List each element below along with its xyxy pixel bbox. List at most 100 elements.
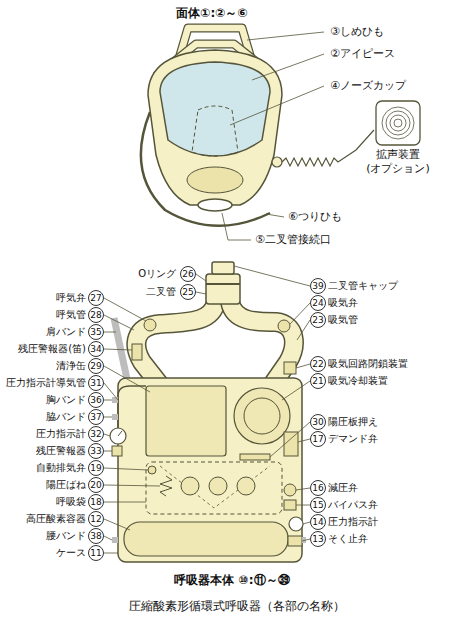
leader-line <box>247 32 324 40</box>
callout-number: 27 <box>88 290 104 306</box>
leader-line <box>303 522 310 524</box>
callout-number: 19 <box>88 460 104 476</box>
speaker-grille <box>394 119 402 127</box>
voice-port <box>272 157 282 167</box>
leader-line <box>104 502 146 503</box>
leader-line <box>298 439 310 442</box>
group-title: 呼吸器本体 ⑩:⑪～㊴ <box>174 573 289 587</box>
speaker-grille <box>382 107 414 139</box>
part-label: 脇バンド <box>46 411 86 423</box>
callout-number: 39 <box>310 278 326 294</box>
auto-exhaust-valve <box>148 466 156 474</box>
part-label: 二叉管キャップ <box>328 280 398 292</box>
callout-number: 28 <box>88 307 104 323</box>
callout-number: 11 <box>88 545 104 561</box>
part-label: ⑤二叉管接続口 <box>255 233 331 246</box>
leader-line <box>297 320 310 340</box>
callout-number: 26 <box>180 266 196 282</box>
callout-number: 32 <box>88 426 104 442</box>
callout-number: 20 <box>88 477 104 493</box>
callout-number: 30 <box>310 414 326 430</box>
part-label: 圧力指示計 <box>328 516 378 528</box>
callout-number: 37 <box>88 409 104 425</box>
part-label: そく止弁 <box>328 533 368 545</box>
speaker-grille <box>386 111 410 135</box>
leader-line <box>296 505 310 506</box>
part-label: 二叉管 <box>146 286 176 298</box>
whistle-alarm <box>132 344 142 360</box>
part-label: 吸気回路閉鎖装置 <box>328 358 408 370</box>
gauge-needle <box>118 431 122 436</box>
leader-line <box>104 417 112 418</box>
part-label: 圧力指示計 <box>36 428 86 440</box>
leader-line <box>104 383 118 400</box>
callout-number: 31 <box>88 375 104 391</box>
leader-line <box>296 488 310 490</box>
mask-body <box>148 50 282 205</box>
part-label: ②アイピース <box>330 47 395 60</box>
callout-number: 33 <box>88 443 104 459</box>
o-ring <box>206 283 240 285</box>
callout-number: 13 <box>310 531 326 547</box>
part-label: 陽圧ばね <box>46 479 86 491</box>
leader-line <box>270 422 310 457</box>
speaker-grille <box>390 115 406 131</box>
leader-line <box>196 274 206 281</box>
connection-port <box>198 199 232 211</box>
part-label: ③しめひも <box>330 25 384 38</box>
part-label: ケース <box>56 547 86 559</box>
callout-number: 18 <box>88 494 104 510</box>
callout-number: 23 <box>310 312 326 328</box>
callout-number: 16 <box>310 480 326 496</box>
callout-number: 35 <box>88 324 104 340</box>
part-label: バイパス弁 <box>328 499 378 511</box>
part-label: 吸気弁 <box>328 297 358 309</box>
part-label: 清浄缶 <box>56 360 86 372</box>
part-label: 高圧酸素容器 <box>26 513 86 525</box>
caption: 圧縮酸素形循環式呼吸器（各部の名称） <box>129 598 345 615</box>
leader-line <box>196 292 206 294</box>
callout-number: 12 <box>88 511 104 527</box>
speaker-cable <box>282 130 374 166</box>
leader-line <box>104 553 118 554</box>
group-title: 面体①:②～⑥ <box>176 6 247 20</box>
callout-number: 17 <box>310 431 326 447</box>
bag-disc <box>181 477 199 495</box>
part-label: 残圧警報器(笛) <box>18 343 86 355</box>
leader-line <box>104 298 146 321</box>
bag-plate <box>160 466 270 508</box>
leader-line <box>104 400 112 401</box>
callout-number: 29 <box>88 358 104 374</box>
exhalation-pipe <box>136 302 216 385</box>
leader-line <box>252 54 324 80</box>
cooler-inner <box>244 398 280 434</box>
leader-line <box>104 468 148 470</box>
eyepiece <box>160 62 270 156</box>
reducing-valve <box>284 484 296 496</box>
inhalation-valve <box>278 320 290 332</box>
bag-disc <box>209 477 227 495</box>
breathing-bag <box>146 462 282 514</box>
part-label: ④ノーズカップ <box>330 79 406 92</box>
callout-number: 24 <box>310 295 326 311</box>
callout-number: 34 <box>88 341 104 357</box>
leader-line <box>104 434 110 436</box>
twin-pipe-cap <box>212 262 234 274</box>
leader-line <box>290 303 310 324</box>
callout-number: 38 <box>88 528 104 544</box>
leader-line <box>296 364 310 368</box>
circuit-closer <box>284 362 296 374</box>
shoulder-band <box>114 318 128 384</box>
leader-line <box>104 485 160 486</box>
canister <box>146 386 226 456</box>
twin-pipe <box>206 274 240 304</box>
leader-line <box>104 315 134 330</box>
leader-line <box>104 451 112 452</box>
leader-line <box>104 519 130 530</box>
alarm <box>112 446 122 456</box>
speaker-icon <box>375 100 421 146</box>
cooler <box>234 388 290 444</box>
demand-valve <box>284 432 298 456</box>
part-label: 呼気弁 <box>56 292 86 304</box>
